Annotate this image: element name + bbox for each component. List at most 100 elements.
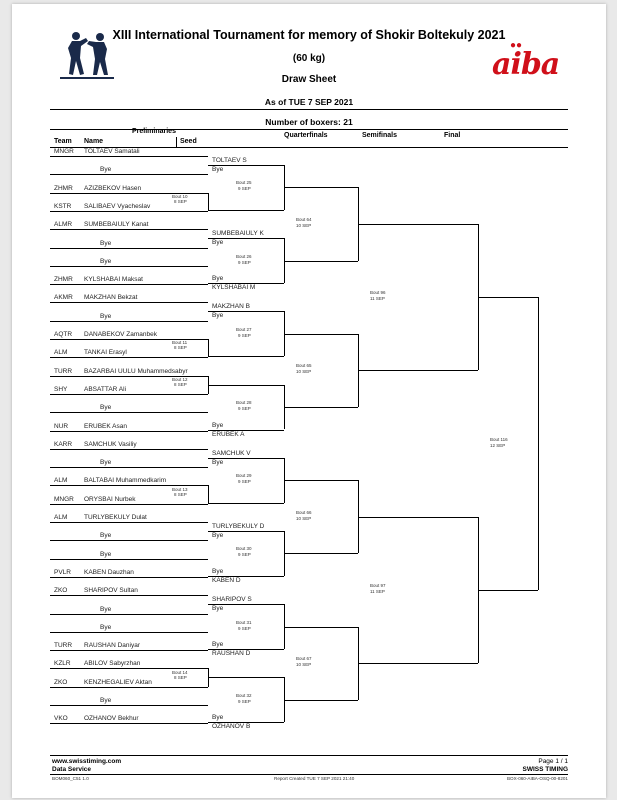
sf-line — [358, 224, 478, 226]
qf-line — [284, 626, 358, 628]
bout-date: 9 SEP — [238, 552, 251, 558]
data-service: Data Service — [52, 766, 92, 773]
final-line — [538, 297, 539, 591]
r16-line — [284, 384, 285, 430]
divider — [50, 147, 568, 148]
website-link[interactable]: www.swisstiming.com — [52, 758, 122, 765]
sf-line — [478, 516, 479, 664]
slot-line — [50, 357, 208, 359]
team-code: MNGR — [54, 148, 74, 155]
r16-line — [208, 429, 284, 431]
col-team: Team — [54, 138, 72, 145]
final-line — [478, 590, 538, 592]
advancing-boxer: TOLTAEV S — [212, 157, 247, 164]
bout-date: 9 SEP — [238, 332, 251, 338]
qf-line — [284, 260, 358, 262]
r16-line — [284, 238, 285, 284]
r16-line — [284, 457, 285, 503]
gloves-icon: ●● — [510, 40, 523, 51]
bye-label: Bye — [100, 459, 112, 467]
slot-line — [50, 229, 208, 231]
bye-label: Bye — [212, 567, 224, 575]
bye-label: Bye — [100, 605, 112, 613]
bout-number: Bout 65 — [296, 363, 312, 369]
bye-label: Bye — [100, 697, 112, 704]
slot-line — [50, 393, 208, 395]
slot-line — [50, 375, 208, 377]
r16-line — [284, 677, 285, 723]
qf-line — [284, 480, 358, 482]
slot-line — [50, 631, 208, 633]
sf-line — [358, 663, 478, 665]
slot-line — [50, 613, 208, 615]
col-quarterfinals: Quarterfinals — [284, 132, 328, 139]
r16-line — [208, 356, 284, 358]
team-code: ALM — [54, 514, 68, 521]
boxer-name: ABSATTAR Ali — [84, 385, 127, 393]
team-code: NUR — [54, 422, 69, 430]
bout-number: Bout 14 — [172, 669, 188, 675]
boxers-silhouette-icon — [60, 32, 114, 79]
slot-line — [50, 723, 208, 725]
r16-line — [208, 722, 284, 724]
advancing-boxer: ERUBEK A — [212, 430, 245, 438]
slot-line — [50, 284, 208, 286]
sheet-name: Draw Sheet — [281, 74, 337, 85]
col-name: Name — [84, 138, 104, 145]
draw-sheet-page: ●● aiba XIII International Tournament fo… — [12, 4, 606, 798]
bout-number: Bout 29 — [236, 473, 252, 479]
slot-line — [50, 192, 208, 194]
weight-class: (60 kg) — [292, 53, 326, 64]
bye-label: Bye — [100, 623, 112, 631]
document-code: BOX-060-AIBA-OSQ-00-8201 — [506, 776, 568, 781]
bout-bracket-line — [208, 339, 209, 358]
slot-line — [50, 174, 208, 176]
bout-date: 9 SEP — [238, 698, 251, 704]
r16-line — [208, 165, 284, 166]
team-code: KARR — [54, 440, 73, 448]
bout-number: Bout 27 — [236, 326, 252, 332]
boxer-name: BALTABAI Muhammedkarim — [84, 477, 167, 485]
report-created: Report Created TUE 7 SEP 2021 21:40 — [274, 776, 355, 781]
advancing-boxer: KYLSHABAI M — [212, 284, 256, 292]
r16-line — [208, 238, 284, 240]
boxer-name: OZHANOV Bekhur — [84, 715, 139, 723]
slot-line — [50, 686, 208, 688]
advancing-boxer: TURLYBEKULY D — [212, 523, 265, 530]
slot-line — [50, 576, 208, 578]
team-code: ALMR — [54, 221, 73, 229]
r16-line — [208, 502, 284, 504]
bout-date: 11 SEP — [370, 589, 385, 595]
bye-label: Bye — [212, 239, 224, 247]
slot-line — [50, 156, 208, 157]
final-line — [478, 297, 538, 299]
boxer-name: TOLTAEV Samatali — [84, 148, 140, 155]
bout-date: 10 SEP — [296, 662, 312, 668]
team-code: ALM — [54, 349, 68, 357]
boxer-name: TURLYBEKULY Dulat — [84, 514, 147, 521]
slot-line — [50, 522, 208, 523]
bout-date: 12 SEP — [490, 442, 506, 448]
team-code: TURR — [54, 642, 73, 650]
bout-date: 10 SEP — [296, 515, 312, 521]
advancing-boxer: SHARIPOV S — [212, 596, 252, 604]
boxer-name: SUMBEBAIULY Kanat — [84, 221, 149, 229]
bye-label: Bye — [212, 275, 224, 283]
qf-line — [284, 187, 358, 189]
bout-date: 8 SEP — [174, 198, 187, 204]
bout-number: Bout 32 — [236, 692, 252, 698]
boxer-name: SALIBAEV Vyacheslav — [84, 202, 151, 210]
bout-number: Bout 116 — [490, 436, 508, 442]
boxer-name: MAKZHAN Bekzat — [84, 294, 138, 302]
divider — [176, 137, 177, 147]
bout-number: Bout 28 — [236, 400, 252, 406]
bout-number: Bout 11 — [172, 340, 188, 346]
bout-number: Bout 66 — [296, 509, 312, 515]
qf-line — [284, 333, 358, 335]
slot-line — [50, 705, 208, 706]
bout-date: 9 SEP — [238, 625, 251, 631]
r16-line — [208, 283, 284, 285]
bye-label: Bye — [212, 166, 224, 173]
bout-number: Bout 97 — [370, 583, 386, 589]
r16-line — [284, 604, 285, 650]
